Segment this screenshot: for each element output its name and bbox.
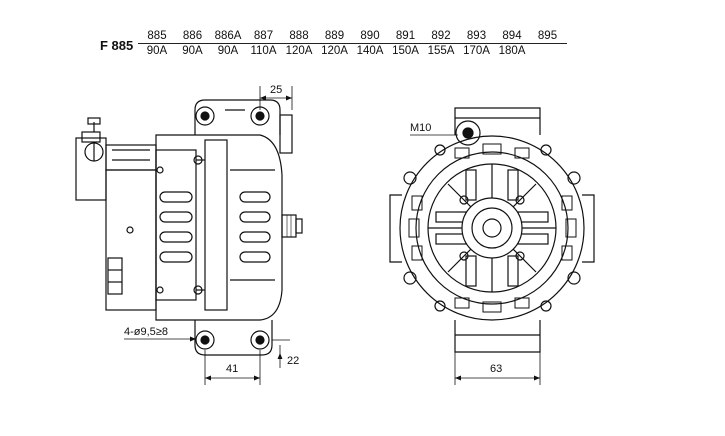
side-view: 25: [75, 84, 303, 385]
variant-code: 885: [147, 30, 167, 42]
variant-code: 887: [253, 30, 274, 42]
dim-thread: M10: [410, 122, 458, 136]
variant-code: 894: [502, 30, 522, 42]
dim-mount-spacing: 41: [204, 350, 261, 385]
dim-mount-holes-label: 4-ø9,5≥8: [124, 326, 168, 338]
variant-code: 892: [431, 30, 451, 42]
dim-front-width-label: 63: [490, 363, 502, 375]
variant-amperage: [528, 43, 567, 59]
dim-mount-holes: 4-ø9,5≥8: [124, 326, 196, 342]
model-label: F 885: [100, 38, 134, 53]
variant-amperage: 120A: [280, 43, 318, 59]
variant-code: 890: [360, 30, 380, 42]
dim-top-width: 25: [259, 84, 293, 110]
variant-code: 895: [537, 30, 558, 42]
variant-code: 889: [324, 30, 345, 42]
front-vents: [408, 143, 577, 313]
variant-895: 895: [528, 29, 567, 59]
dim-mount-thickness: 22: [272, 339, 299, 368]
variant-code: 886A: [214, 30, 242, 42]
dim-top-width-label: 25: [270, 84, 282, 96]
front-view: M10: [389, 107, 595, 385]
variant-amperage: 110A: [244, 43, 283, 59]
dim-mount-spacing-label: 41: [226, 363, 238, 375]
variant-amperage: 150A: [386, 43, 425, 59]
variant-code: 893: [466, 30, 487, 42]
dim-front-width: 63: [454, 352, 541, 385]
variant-amperage: 170A: [457, 43, 496, 59]
dim-thread-label: M10: [410, 122, 431, 134]
variant-amperage: 155A: [422, 43, 460, 59]
variant-code: 886: [182, 30, 203, 42]
variant-code: 888: [289, 30, 309, 42]
variant-code: 891: [395, 30, 416, 42]
front-spokes: [428, 164, 556, 292]
variant-amperage: 90A: [209, 43, 247, 59]
variant-amperage: 180A: [493, 43, 531, 59]
dim-mount-thickness-label: 22: [287, 355, 299, 367]
variant-amperage: 90A: [138, 43, 176, 59]
variant-amperage: 90A: [173, 43, 212, 59]
variant-amperage: 140A: [351, 43, 389, 59]
variant-amperage: 120A: [315, 43, 354, 59]
cooling-slots: [159, 191, 271, 263]
